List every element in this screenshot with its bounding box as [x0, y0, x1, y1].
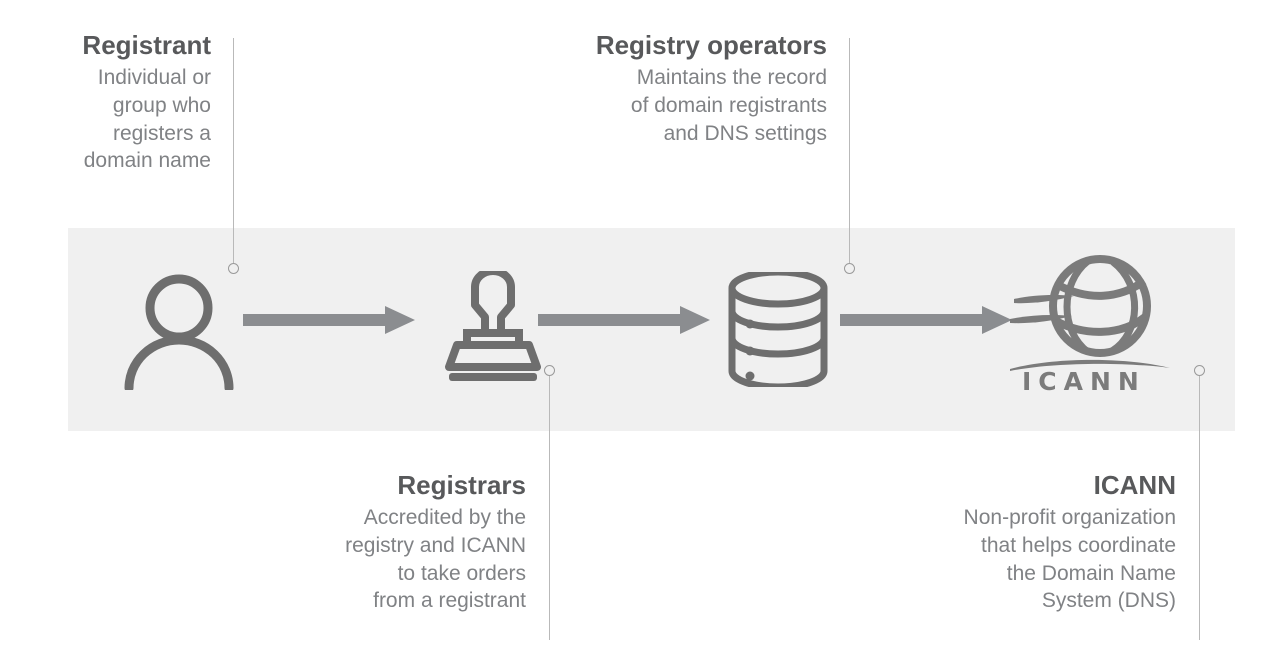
callout-registrars-title: Registrars: [397, 470, 526, 500]
connector-node-icann: [1194, 365, 1205, 376]
connector-line-icann: [1199, 376, 1200, 640]
icann-wordmark: ICANN: [1022, 367, 1146, 396]
callout-registry-operators-title: Registry operators: [595, 30, 827, 60]
callout-registrant: Registrant Individual or group who regis…: [0, 30, 211, 175]
callout-registrars: Registrars Accredited by the registry an…: [245, 470, 526, 615]
callout-icann: ICANN Non-profit organization that helps…: [870, 470, 1176, 615]
callout-registrant-desc: Individual or group who registers a doma…: [83, 65, 211, 173]
process-band: [68, 228, 1235, 431]
callout-icann-desc: Non-profit organization that helps coord…: [963, 505, 1176, 613]
stamp-icon: [445, 267, 541, 381]
database-icon: [728, 268, 828, 391]
callout-icann-title: ICANN: [1093, 470, 1176, 500]
connector-node-registrant: [228, 263, 239, 274]
arrow-1: [243, 306, 415, 339]
icann-swoosh-icon: [1010, 359, 1170, 371]
step-registrar[interactable]: [437, 267, 549, 383]
callout-registry-operators: Registry operators Maintains the record …: [480, 30, 827, 147]
connector-node-registry-operators: [844, 263, 855, 274]
arrow-3: [840, 306, 1012, 339]
callout-registry-operators-desc: Maintains the record of domain registran…: [630, 65, 827, 145]
callout-registrars-desc: Accredited by the registry and ICANN to …: [345, 505, 526, 613]
connector-line-registry-operators: [849, 38, 850, 268]
icann-globe-icon: [1010, 255, 1151, 357]
step-icann[interactable]: ICANN: [1008, 255, 1172, 396]
arrow-2: [538, 306, 710, 339]
connector-node-registrars: [544, 365, 555, 376]
connector-line-registrars: [549, 376, 550, 640]
step-registrant[interactable]: [118, 272, 240, 393]
callout-registrant-title: Registrant: [82, 30, 211, 60]
connector-line-registrant: [233, 38, 234, 268]
step-registry[interactable]: [726, 268, 830, 391]
person-icon: [124, 274, 234, 393]
